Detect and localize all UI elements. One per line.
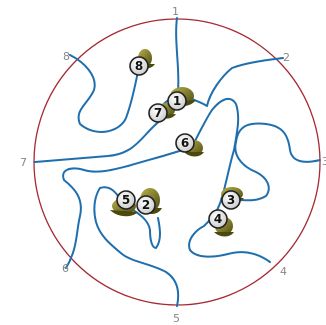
maze-path <box>69 54 140 133</box>
token-8[interactable]: 8 <box>129 56 149 76</box>
maze-path <box>175 17 284 107</box>
token-1-label: 1 <box>173 94 181 108</box>
token-2-label: 2 <box>142 198 150 212</box>
token-7-label: 7 <box>154 106 162 120</box>
maze-path <box>93 186 180 307</box>
token-5-label: 5 <box>122 193 130 207</box>
token-3[interactable]: 3 <box>221 190 241 210</box>
token-5[interactable]: 5 <box>116 190 136 210</box>
token-4-label: 4 <box>214 212 222 226</box>
maze-path <box>62 145 193 269</box>
token-3-label: 3 <box>227 193 235 207</box>
token-6[interactable]: 6 <box>175 133 195 153</box>
edge-label-2: 2 <box>283 51 290 64</box>
edge-label-7: 7 <box>20 156 27 169</box>
edge-label-1: 1 <box>172 5 179 18</box>
token-7[interactable]: 7 <box>148 103 168 123</box>
edge-label-8: 8 <box>63 50 70 63</box>
token-8-label: 8 <box>135 59 143 73</box>
token-6-label: 6 <box>181 136 189 150</box>
token-2[interactable]: 2 <box>136 195 156 215</box>
maze-path <box>188 97 271 263</box>
edge-label-4: 4 <box>280 265 287 278</box>
token-4[interactable]: 4 <box>208 209 228 229</box>
maze-path <box>234 122 321 202</box>
edge-label-6: 6 <box>62 262 69 275</box>
edge-label-3: 3 <box>322 155 326 168</box>
token-1[interactable]: 1 <box>167 91 187 111</box>
edge-label-5: 5 <box>173 312 180 325</box>
